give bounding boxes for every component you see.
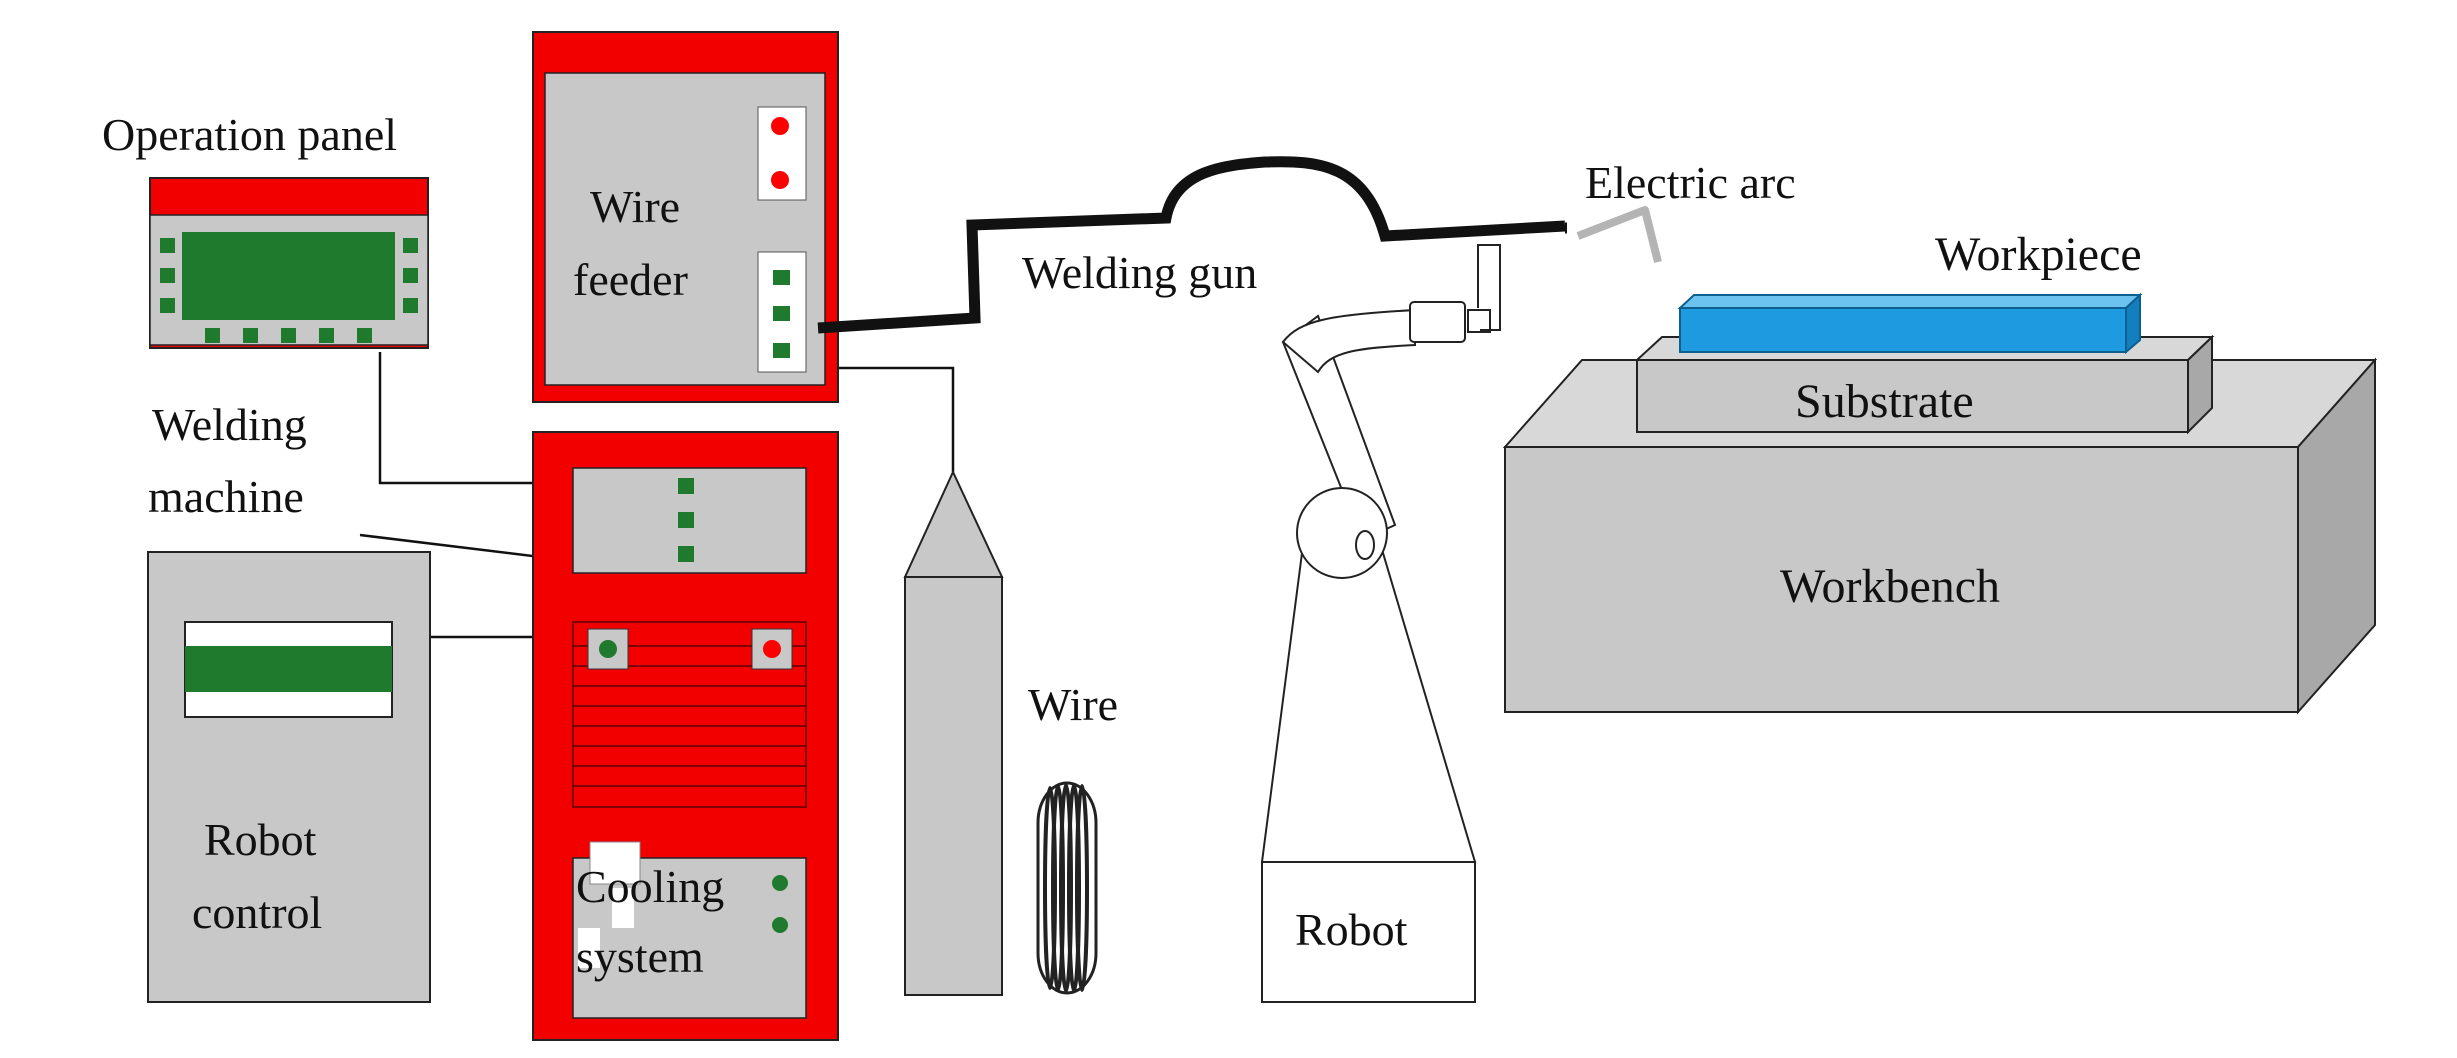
- robot-control-cabinet: [147, 551, 431, 1003]
- welding-gun-label: Welding gun: [1022, 247, 1257, 298]
- substrate: [1634, 334, 2215, 435]
- welding-machine-label-line2: machine: [148, 471, 304, 522]
- gas-cylinder: [903, 469, 1004, 996]
- torch-neck: [1477, 244, 1501, 331]
- welding-machine-pointer: [359, 533, 566, 562]
- welding-machine-label-line1: Welding: [152, 399, 307, 450]
- robot-pedestal: [1261, 861, 1476, 1003]
- cooling-system-label-line1: Cooling: [576, 861, 724, 912]
- electric-arc: [1576, 206, 1662, 263]
- workpiece-label: Workpiece: [1935, 228, 2142, 281]
- cooling-system: [572, 841, 807, 1019]
- robot-control-label-line1: Robot: [204, 814, 317, 865]
- electric-arc-label: Electric arc: [1585, 157, 1796, 208]
- robot-control-label-line2: control: [192, 887, 322, 938]
- wire-feeder-label-line2: feeder: [573, 254, 688, 305]
- workpiece: [1677, 292, 2143, 355]
- operation-panel: [149, 177, 429, 349]
- cooling-system-label-line2: system: [576, 931, 704, 982]
- feeder-to-wire-line: [838, 366, 955, 472]
- robot-base-cone: [1260, 552, 1477, 863]
- panel-to-machine-line: [378, 352, 545, 485]
- workbench-label: Workbench: [1780, 560, 2000, 613]
- wire-feeder-label-line1: Wire: [590, 181, 680, 232]
- wire-spool-icon: [1036, 781, 1098, 995]
- operation-panel-label: Operation panel: [102, 109, 397, 160]
- robot-wrist: [1409, 301, 1466, 343]
- welding-gun-hose: [817, 156, 1566, 334]
- robot-arm: [1260, 244, 1501, 1003]
- robot-label: Robot: [1295, 904, 1408, 955]
- wire-label: Wire: [1028, 679, 1118, 730]
- substrate-label: Substrate: [1795, 375, 1974, 428]
- wire-feeder: [532, 31, 839, 403]
